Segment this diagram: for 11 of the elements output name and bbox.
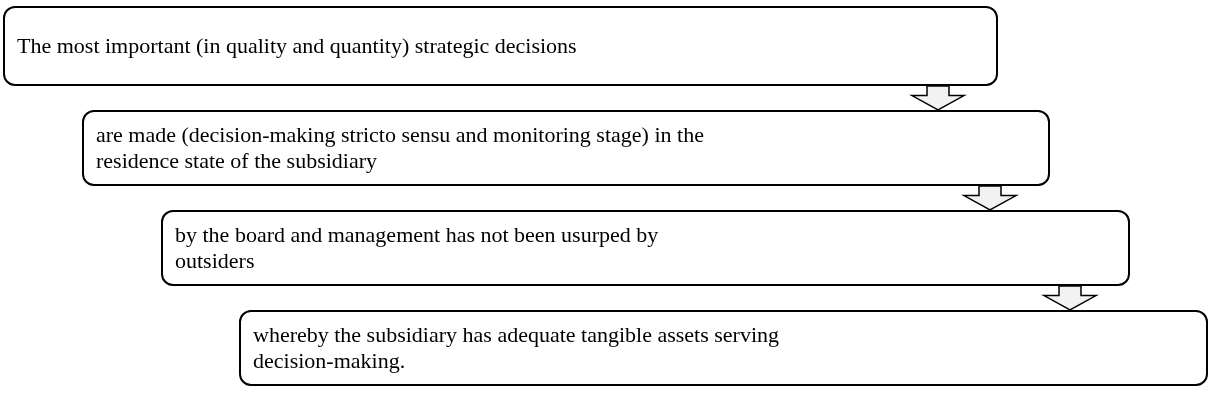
box-text: by the board and management has not been usurped by outsiders — [175, 222, 660, 274]
box-text: are made (decision-making stricto sensu and monitoring stage) in the residence state of the subsidiary — [96, 122, 705, 174]
block-arrow — [909, 85, 967, 111]
box-text: The most important (in quality and quantity) strategic decisions — [17, 33, 578, 59]
block-arrow — [1041, 285, 1099, 311]
box-text: whereby the subsidiary has adequate tangible assets serving decision-making. — [253, 322, 780, 374]
block-arrow — [961, 185, 1019, 211]
process-box — [239, 310, 1208, 386]
process-box — [3, 6, 998, 86]
process-box — [161, 210, 1130, 286]
process-box — [82, 110, 1050, 186]
